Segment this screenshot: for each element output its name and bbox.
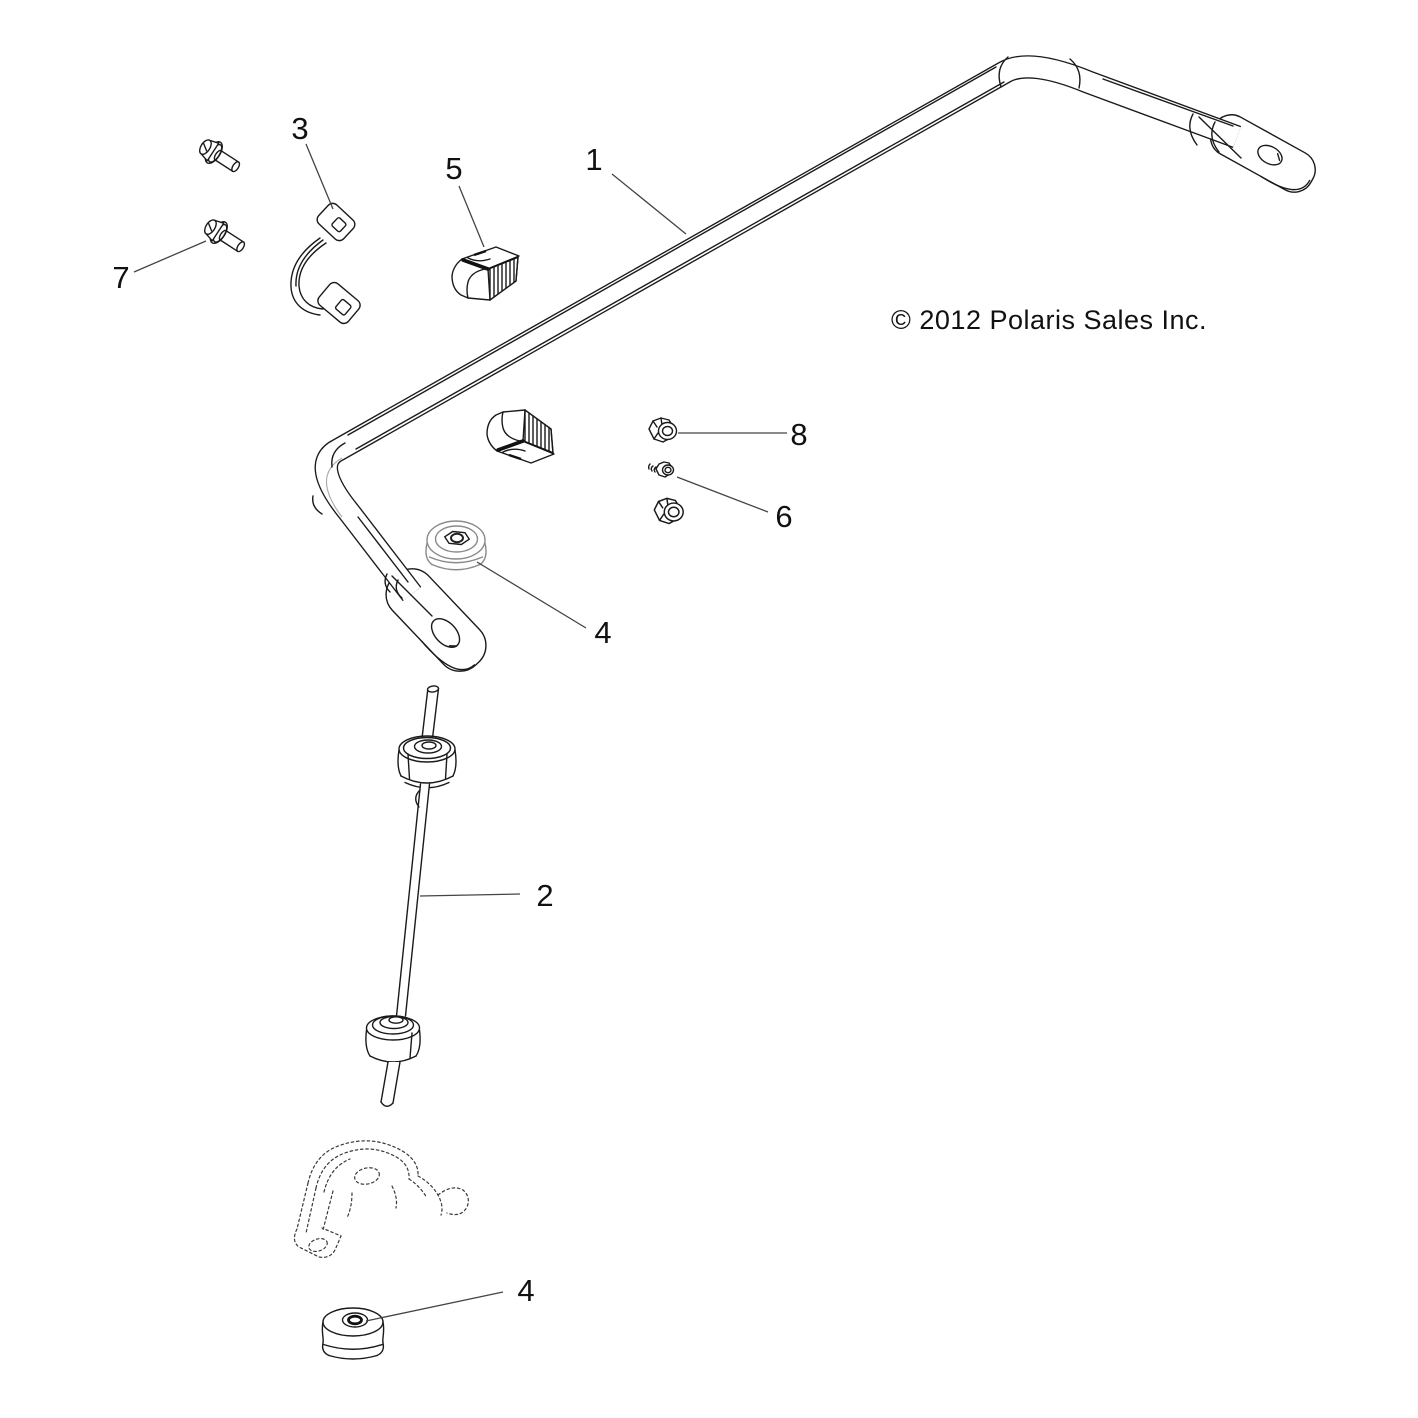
split-bushing-upper: [450, 245, 521, 302]
clamp-bracket: [290, 202, 361, 325]
stabilizer-link: [365, 685, 457, 1107]
bolt-upper: [194, 133, 246, 180]
callout-5: 5: [445, 151, 462, 186]
small-nut: [647, 461, 675, 478]
bar-section-arcs: [312, 56, 1242, 617]
leader-6: [676, 476, 769, 513]
flange-nut-upper: [648, 417, 678, 443]
callout-7: 7: [112, 260, 129, 295]
callout-6: 6: [775, 499, 792, 534]
bolt-lower: [199, 213, 251, 260]
bar-tube-body: [315, 56, 1241, 601]
callout-3: 3: [291, 111, 308, 146]
callout-labels: 1 2 3 4 4 5 6 7 8: [112, 111, 807, 1308]
leader-7: [133, 240, 207, 273]
flange-nut-lower: [653, 497, 684, 525]
bar-bushing-lower: [321, 1307, 385, 1360]
leader-3: [305, 143, 334, 210]
callout-2: 2: [536, 878, 553, 913]
split-bushing-middle: [485, 408, 556, 465]
copyright-text: © 2012 Polaris Sales Inc.: [891, 305, 1207, 335]
callout-4-upper: 4: [594, 615, 611, 650]
frame-bracket-reference: [293, 1140, 469, 1258]
callout-8: 8: [790, 417, 807, 452]
leader-1: [611, 173, 687, 235]
leader-4-upper: [476, 561, 587, 629]
bar-bushing-upper: [425, 520, 487, 571]
leader-5: [458, 185, 485, 248]
bar-tube-highlights: [326, 66, 1234, 583]
callout-4-lower: 4: [517, 1273, 534, 1308]
leader-lines: [133, 143, 787, 1322]
stabilizer-bar: [312, 55, 1316, 672]
leader-4-lower: [365, 1291, 504, 1322]
callout-1: 1: [585, 142, 602, 177]
leader-2: [419, 893, 521, 897]
